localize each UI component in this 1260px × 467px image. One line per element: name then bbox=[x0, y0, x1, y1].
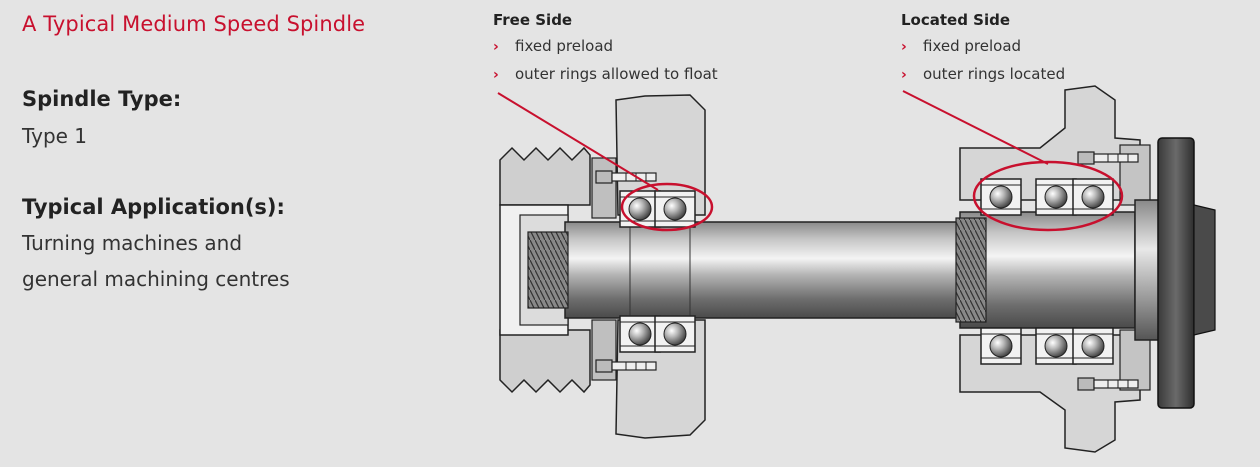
list-item: ›outer rings allowed to float bbox=[493, 60, 718, 88]
page-title: A Typical Medium Speed Spindle bbox=[22, 12, 366, 36]
chevron-right-icon: › bbox=[901, 67, 907, 83]
spindle-type-value: Type 1 bbox=[22, 124, 88, 148]
chevron-right-icon: › bbox=[493, 67, 499, 83]
application-line-2: general machining centres bbox=[22, 267, 290, 291]
free-side-title: Free Side bbox=[493, 11, 573, 29]
list-item: ›fixed preload bbox=[493, 32, 718, 60]
chevron-right-icon: › bbox=[901, 39, 907, 55]
spindle-shaft bbox=[527, 199, 1166, 341]
spindle-type-heading: Spindle Type: bbox=[22, 87, 182, 111]
chevron-right-icon: › bbox=[493, 39, 499, 55]
spindle-nose-flange bbox=[1157, 137, 1216, 409]
list-item: ›outer rings located bbox=[901, 60, 1065, 88]
list-item: ›fixed preload bbox=[901, 32, 1065, 60]
located-side-title: Located Side bbox=[901, 11, 1011, 29]
located-side-notes: Located Side ›fixed preload ›outer rings… bbox=[901, 10, 1065, 88]
located-side-callout bbox=[902, 90, 1124, 232]
application-line-1: Turning machines and bbox=[22, 231, 243, 255]
free-side-callout bbox=[497, 92, 714, 232]
application-heading: Typical Application(s): bbox=[22, 195, 285, 219]
free-side-notes: Free Side ›fixed preload ›outer rings al… bbox=[493, 10, 718, 88]
